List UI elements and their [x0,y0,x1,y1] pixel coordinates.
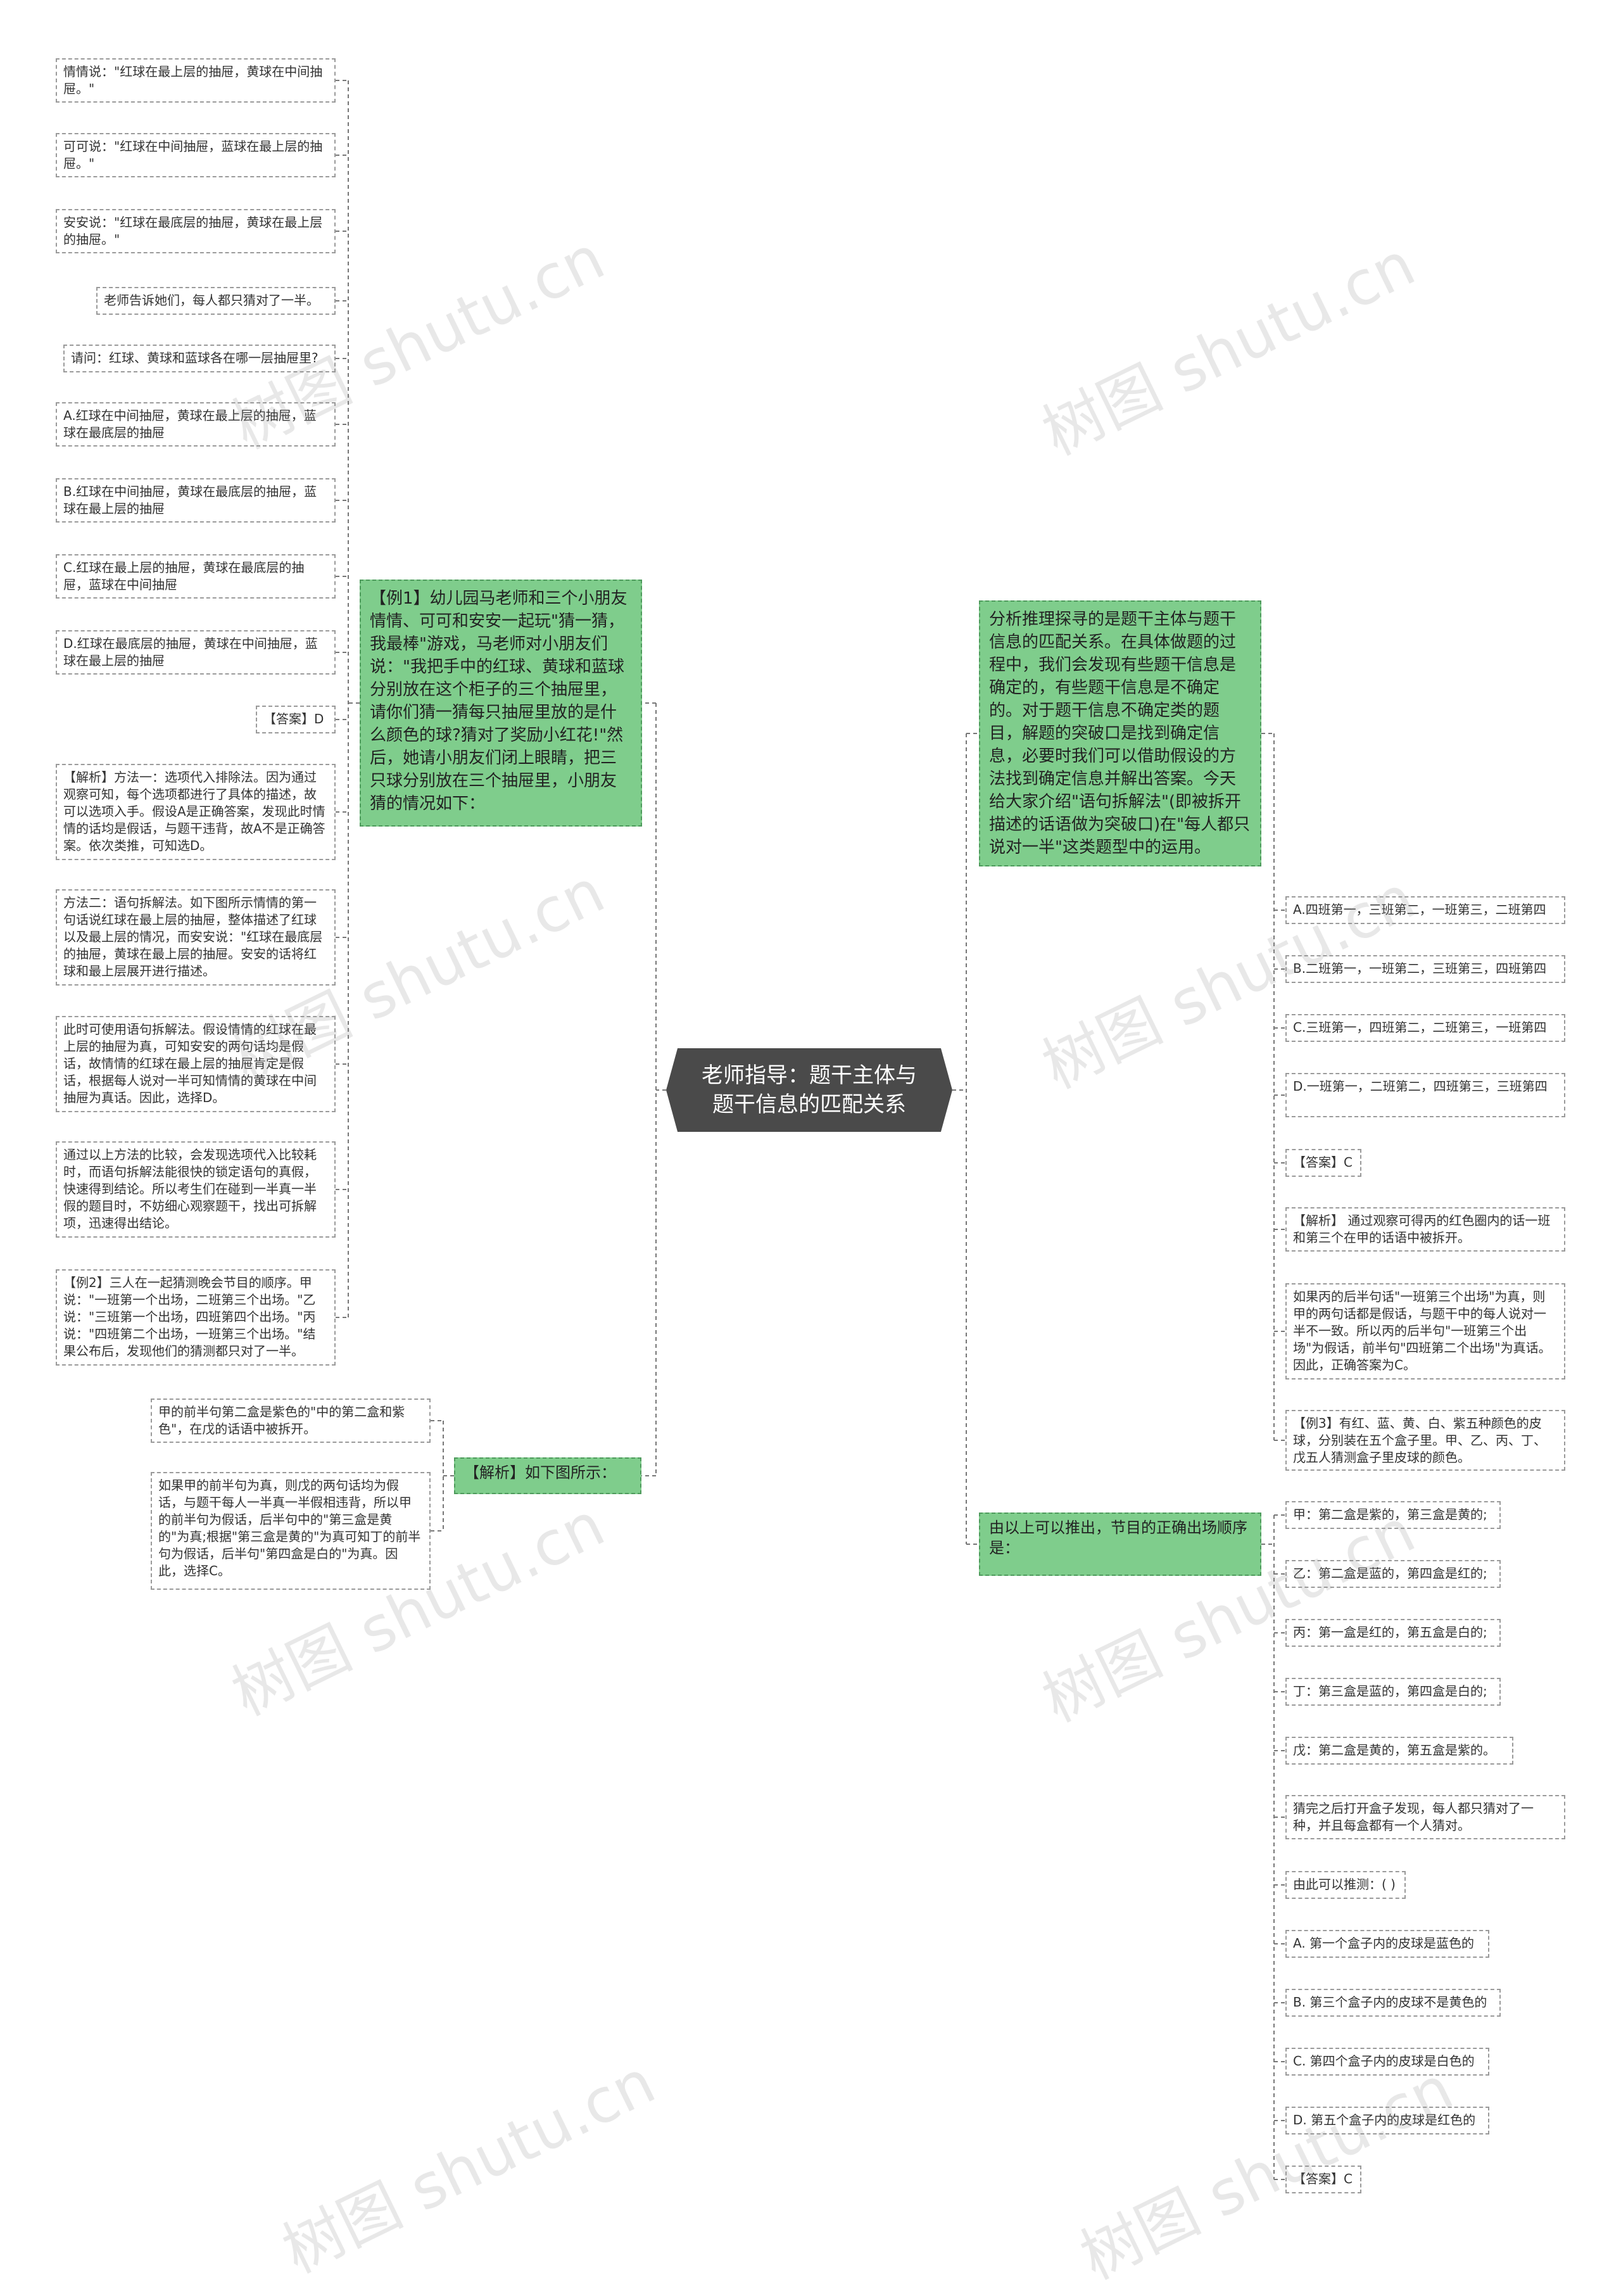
example1-item[interactable]: 安安说："红球在最底层的抽屉，黄球在最上层的抽屉。" [56,209,336,253]
conclusion-item[interactable]: 乙：第二盒是蓝的，第四盒是红的; [1285,1560,1501,1588]
example1-option-b[interactable]: B.红球在中间抽屉，黄球在最底层的抽屉，蓝球在最上层的抽屉 [56,478,336,523]
watermark: 树图 shutu.cn [1031,228,1426,469]
analysis-item[interactable]: 甲的前半句第二盒是紫色的"中的第二盒和紫色"，在戊的话语中被拆开。 [151,1399,431,1443]
central-topic[interactable]: 老师指导：题干主体与题干信息的匹配关系 [666,1048,952,1132]
intro-analysis[interactable]: 【解析】 通过观察可得丙的红色圈内的话一班和第三个在甲的话语中被拆开。 [1285,1207,1565,1252]
conclusion-item[interactable]: 甲：第二盒是紫的，第三盒是黄的; [1285,1501,1501,1529]
intro-analysis-detail[interactable]: 如果丙的后半句话"一班第三个出场"为真，则甲的两句话都是假话，与题干中的每人说对… [1285,1283,1565,1380]
central-topic-label: 老师指导：题干主体与题干信息的匹配关系 [702,1063,917,1117]
example1-item[interactable]: 请问：红球、黄球和蓝球各在哪一层抽屉里? [63,345,336,372]
intro-option-a[interactable]: A.四班第一，三班第二，一班第三，二班第四 [1285,896,1565,924]
conclusion-node[interactable]: 由以上可以推出，节目的正确出场顺序是： [979,1513,1261,1576]
intro-option-b[interactable]: B.二班第一，一班第二，三班第三，四班第四 [1285,955,1565,983]
intro-option-d[interactable]: D.一班第一，二班第二，四班第三，三班第四 [1285,1073,1565,1117]
example1-option-d[interactable]: D.红球在最底层的抽屉，黄球在中间抽屉，蓝球在最上层的抽屉 [56,630,336,675]
example1-node[interactable]: 【例1】幼儿园马老师和三个小朋友情情、可可和安安一起玩"猜一猜，我最棒"游戏，马… [360,580,642,827]
conclusion-answer[interactable]: 【答案】C [1285,2166,1361,2193]
example1-method-two[interactable]: 方法二：语句拆解法。如下图所示情情的第一句话说红球在最上层的抽屉，整体描述了红球… [56,889,336,986]
example1-analysis[interactable]: 【解析】方法一：选项代入排除法。因为通过观察可知，每个选项都进行了具体的描述，故… [56,764,336,860]
example1-option-c[interactable]: C.红球在最上层的抽屉，黄球在最底层的抽屉，蓝球在中间抽屉 [56,554,336,599]
example1-answer[interactable]: 【答案】D [256,706,336,733]
example3-question[interactable]: 【例3】有红、蓝、黄、白、紫五种颜色的皮球，分别装在五个盒子里。甲、乙、丙、丁、… [1285,1410,1565,1471]
example1-summary[interactable]: 通过以上方法的比较，会发现选项代入比较耗时，而语句拆解法能很快的锁定语句的真假，… [56,1141,336,1238]
conclusion-item[interactable]: 猜完之后打开盒子发现，每人都只猜对了一种，并且每盒都有一个人猜对。 [1285,1795,1565,1839]
example2-question[interactable]: 【例2】三人在一起猜测晚会节目的顺序。甲说："一班第一个出场，二班第三个出场。"… [56,1269,336,1366]
example1-item[interactable]: 老师告诉她们，每人都只猜对了一半。 [96,287,336,315]
conclusion-item[interactable]: 丁：第三盒是蓝的，第四盒是白的; [1285,1678,1501,1706]
watermark: 树图 shutu.cn [272,2046,666,2287]
conclusion-option-b[interactable]: B. 第三个盒子内的皮球不是黄色的 [1285,1989,1501,2017]
conclusion-question[interactable]: 由此可以推测：( ) [1285,1871,1406,1899]
example1-item[interactable]: 情情说："红球在最上层的抽屉，黄球在中间抽屉。" [56,58,336,103]
analysis-item[interactable]: 如果甲的前半句为真，则戊的两句话均为假话，与题干每人一半真一半假相违背，所以甲的… [151,1472,431,1590]
conclusion-option-d[interactable]: D. 第五个盒子内的皮球是红色的 [1285,2107,1489,2134]
conclusion-option-a[interactable]: A. 第一个盒子内的皮球是蓝色的 [1285,1930,1489,1958]
intro-answer[interactable]: 【答案】C [1285,1149,1361,1177]
intro-node[interactable]: 分析推理探寻的是题干主体与题干信息的匹配关系。在具体做题的过程中，我们会发现有些… [979,600,1261,866]
example1-method-two-detail[interactable]: 此时可使用语句拆解法。假设情情的红球在最上层的抽屉为真，可知安安的两句话均是假话… [56,1016,336,1112]
analysis-node[interactable]: 【解析】如下图所示： [454,1457,641,1494]
intro-option-c[interactable]: C.三班第一，四班第二，二班第三，一班第四 [1285,1014,1565,1042]
conclusion-item[interactable]: 丙：第一盒是红的，第五盒是白的; [1285,1619,1501,1647]
watermark: 树图 shutu.cn [1069,2052,1464,2293]
example1-option-a[interactable]: A.红球在中间抽屉，黄球在最上层的抽屉，蓝球在最底层的抽屉 [56,402,336,447]
example1-item[interactable]: 可可说："红球在中间抽屉，蓝球在最上层的抽屉。" [56,133,336,177]
conclusion-option-c[interactable]: C. 第四个盒子内的皮球是白色的 [1285,2048,1489,2076]
conclusion-item[interactable]: 戊：第二盒是黄的，第五盒是紫的。 [1285,1737,1513,1765]
